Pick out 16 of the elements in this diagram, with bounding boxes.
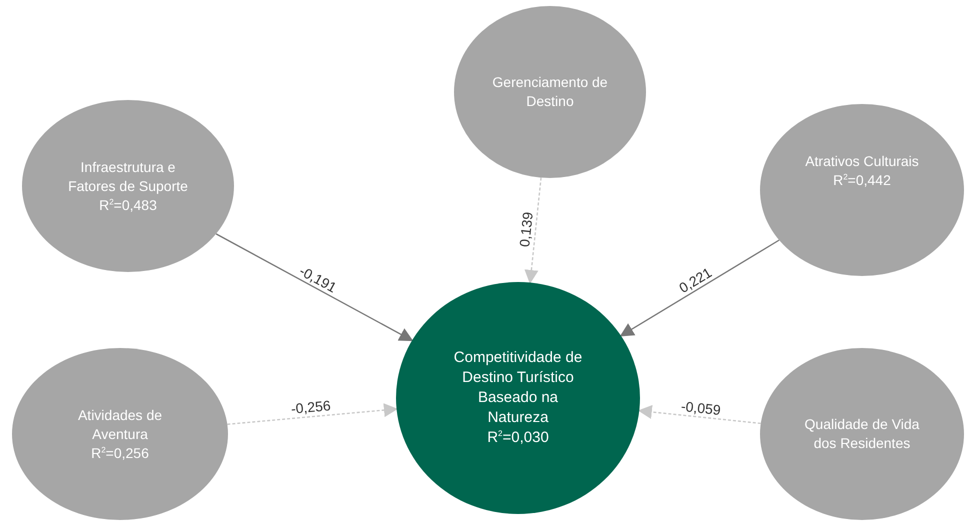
arrow (524, 178, 542, 284)
node-label: Competitividade de Destino Turístico Baseado na Natureza (452, 348, 584, 428)
node-label: R$^{2}$=0,483 (98, 196, 158, 214)
arrow (638, 405, 761, 424)
arrow (216, 233, 414, 342)
node-label: Infraestrutura e Fatores de Suporte (67, 158, 189, 196)
node-label: Qualidade de Vida dos Residentes (804, 415, 920, 453)
node-label: Atividades de Aventura (76, 406, 164, 444)
arrow (227, 403, 398, 425)
node-label: R$^{2}$=0,030 (486, 428, 550, 448)
edge-label: -0,256 (288, 398, 334, 418)
node-label: R$^{2}$=0,442 (832, 171, 892, 190)
node-label: R$^{2}$=0,256 (90, 444, 150, 462)
node-label: Atrativos Culturais (804, 152, 920, 172)
node-label: Gerenciamento de Destino (491, 73, 609, 111)
arrow (620, 240, 780, 336)
